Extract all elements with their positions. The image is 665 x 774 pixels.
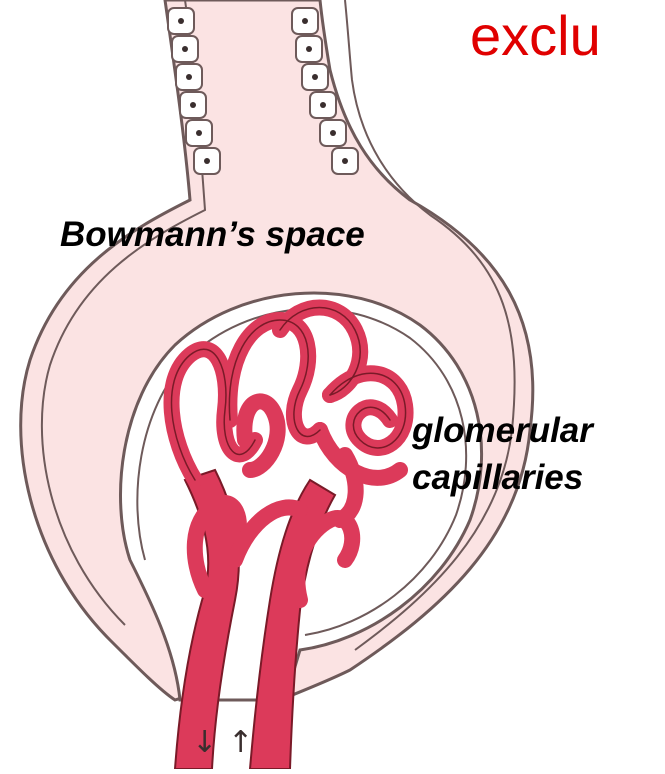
- flow-arrow-up: ↑: [228, 725, 253, 760]
- flow-arrow-down: ↓: [192, 725, 217, 760]
- label-bowmans-space: Bowmann’s space: [60, 217, 365, 252]
- label-glomerular: glomerular: [412, 413, 593, 448]
- title-fragment: exclu: [470, 8, 601, 64]
- label-capillaries: capillaries: [412, 460, 583, 495]
